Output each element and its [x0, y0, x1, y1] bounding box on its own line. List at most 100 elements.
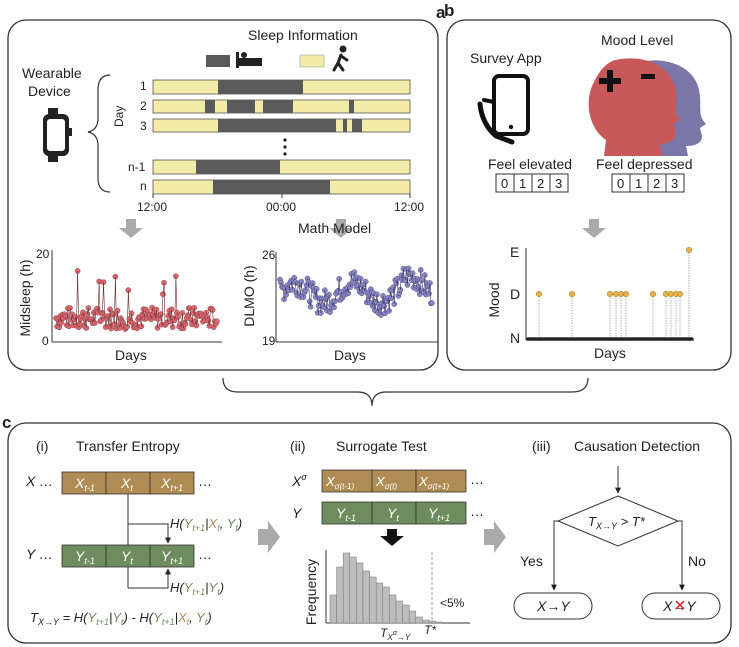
midsleep-line	[98, 281, 101, 322]
dlmo-ytick: 19	[262, 334, 276, 348]
two-heads-mood-icon	[588, 58, 706, 157]
step-iii-title: Causation Detection	[574, 438, 700, 454]
mood-level-label: Mood Level	[601, 32, 673, 48]
time-tick: 12:00	[394, 200, 424, 214]
hist-bar	[336, 566, 344, 624]
decision-diamond	[556, 495, 680, 547]
scale-option: 2	[653, 176, 660, 191]
mood-ytick: E	[510, 244, 519, 260]
walking-person-icon	[332, 45, 349, 72]
surrogate-te-label: TXσ→Y	[380, 626, 411, 642]
midsleep-line	[115, 276, 117, 329]
midsleep-point	[214, 318, 220, 325]
yes-branch-arrow	[551, 520, 558, 591]
sleep-row-bar	[152, 159, 411, 175]
svg-text:Xt: Xt	[120, 475, 133, 493]
time-tick: 12:00	[137, 200, 167, 214]
mood-point	[686, 246, 693, 253]
dlmo-chart: DLMO (h) 26 19 Days	[241, 248, 438, 363]
mood-point	[623, 291, 630, 298]
sleep-segment	[352, 119, 362, 132]
hist-bar	[342, 552, 351, 624]
y-series-label: Y …	[26, 546, 53, 562]
hist-bar	[369, 576, 377, 624]
entropy-term-1: H(Yt+1|Xt, Yt)	[170, 516, 242, 533]
scale-option: 3	[555, 176, 562, 191]
yes-label: Yes	[520, 553, 543, 569]
hist-bars	[329, 552, 443, 624]
midsleep-line	[97, 281, 100, 313]
device-label-2: Device	[28, 83, 71, 99]
transfer-entropy-formula: TX→Y = H(Yt+1|Yt) - H(Yt+1|Xt, Yt)	[30, 610, 212, 627]
conditional-arrow-2	[128, 568, 171, 589]
smartphone-in-hand-icon	[477, 74, 530, 145]
scale-option: 2	[537, 176, 544, 191]
row-label: 1	[140, 79, 147, 93]
time-axis: 12:00 00:00 12:00	[137, 194, 424, 214]
hist-bar	[415, 616, 423, 624]
scale-option: 0	[501, 176, 508, 191]
hist-bar	[375, 582, 384, 624]
row-label: n	[140, 179, 147, 193]
hist-bar	[329, 594, 337, 624]
sleep-segment	[218, 80, 303, 94]
dlmo-ylabel: DLMO (h)	[241, 265, 257, 326]
hist-bar	[349, 556, 357, 624]
svg-text:Yt: Yt	[121, 548, 133, 566]
feel-elevated-label: Feel elevated	[488, 156, 572, 172]
row-label: 3	[140, 119, 147, 133]
midsleep-line	[114, 276, 116, 324]
day-axis-label: Day	[112, 106, 126, 127]
hist-bar	[362, 570, 370, 624]
smartwatch-icon	[43, 108, 72, 162]
svg-text:…: …	[470, 503, 484, 519]
midsleep-line	[67, 308, 70, 327]
mood-point	[668, 291, 675, 298]
x-series-label: X …	[25, 473, 53, 489]
midsleep-chart: Midsleep (h) 20 0 Days	[17, 247, 222, 363]
feel-depressed-label: Feel depressed	[596, 156, 693, 172]
causal-result-box	[513, 592, 593, 620]
mood-point	[613, 291, 620, 298]
dlmo-point	[429, 300, 435, 306]
mood-point	[650, 291, 657, 298]
mood-point	[663, 291, 670, 298]
panel-c-frame	[7, 422, 732, 644]
elevated-scale: 0 1 2 3	[495, 173, 569, 193]
midsleep-ylabel: Midsleep (h)	[17, 259, 33, 336]
conditional-arrow-1	[128, 523, 171, 544]
hist-bar	[382, 586, 390, 624]
entropy-term-2: H(Yt+1|Yt)	[170, 580, 224, 597]
down-arrow-dlmo	[329, 219, 353, 238]
frequency-label: Frequency	[303, 559, 319, 625]
tstar-label: T*	[424, 623, 436, 637]
depressed-scale: 0 1 2 3	[611, 173, 685, 193]
dlmo-series	[277, 265, 435, 318]
step-ii-title: Surrogate Test	[336, 438, 427, 454]
svg-text:…: …	[198, 473, 212, 489]
panel-b-label: b	[444, 1, 454, 20]
mood-point	[536, 291, 543, 298]
scale-option: 0	[617, 176, 624, 191]
sleep-legend-swatch	[206, 55, 230, 67]
wake-legend-swatch	[299, 54, 325, 68]
math-model-label: Math Model	[298, 220, 371, 236]
mood-series	[526, 246, 694, 341]
cross-mark-icon	[675, 600, 685, 610]
panel-b: b Survey App Mood Level Feel elevated Fe…	[444, 1, 732, 371]
device-label-1: Wearable	[22, 65, 82, 81]
sleep-segment	[343, 119, 347, 132]
device-bracket	[87, 74, 111, 193]
midsleep-series	[53, 268, 220, 332]
y-sequence: Yt-1 Yt Yt+1 …	[61, 544, 212, 568]
panel-a: a Sleep Information Wearable Device Day	[7, 3, 446, 371]
down-arrow-midsleep	[119, 219, 143, 238]
dlmo-line	[308, 281, 310, 302]
x-sigma-label: Xσ	[291, 472, 307, 489]
midsleep-line	[209, 308, 211, 326]
step-iii-number: (iii)	[532, 438, 551, 454]
mood-baseline-point	[690, 337, 694, 341]
midsleep-ytick: 20	[36, 247, 50, 261]
no-label: No	[688, 553, 706, 569]
scale-option: 3	[671, 176, 678, 191]
